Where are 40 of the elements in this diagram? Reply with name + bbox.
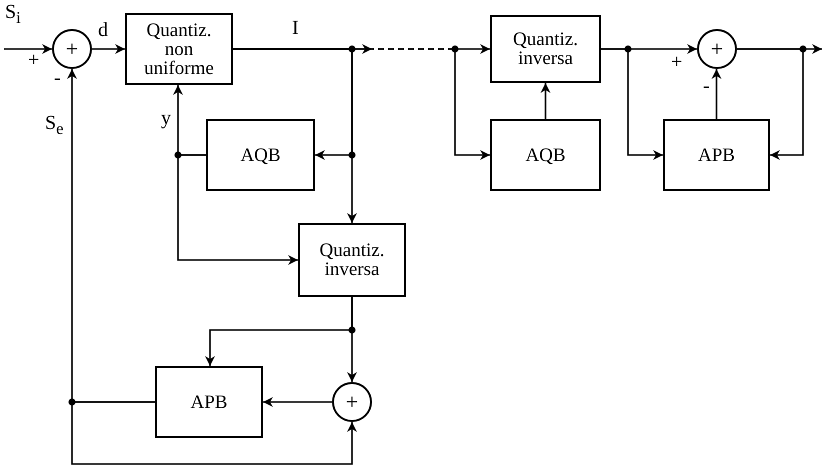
plus-sign: +: [346, 391, 358, 413]
arrow: [4, 44, 52, 54]
arrow: [347, 297, 357, 382]
block-label: Quantiz. non uniforme: [143, 20, 215, 78]
arrow: [71, 401, 357, 465]
summing-junction: [697, 29, 737, 69]
signal-label: S$_{i}$: [5, 2, 21, 27]
signal-label: S$_{e}$: [45, 113, 64, 138]
arrow: [601, 48, 663, 160]
process-box: [298, 223, 406, 297]
signal-label: +: [671, 52, 682, 72]
block-label: APB: [190, 392, 228, 412]
arrow: [92, 44, 125, 54]
block-label: AQB: [240, 146, 281, 164]
signal-label: y: [161, 108, 171, 128]
arrow: [233, 48, 490, 160]
signal-label: +: [28, 50, 40, 70]
process-box: [206, 119, 315, 191]
arrow: [737, 48, 804, 160]
signal-label: -: [54, 68, 61, 88]
summing-junction: [52, 29, 92, 69]
arrow: [263, 397, 332, 407]
block-label: Quantiz. inversa: [512, 30, 579, 68]
process-box: [125, 13, 233, 85]
signal-label: d: [98, 20, 108, 40]
process-box: [663, 119, 770, 191]
process-box: [490, 15, 601, 83]
arrow: [540, 83, 550, 119]
arrow: [177, 154, 298, 265]
arrow: [712, 69, 722, 119]
signal-label: I: [292, 18, 299, 38]
plus-sign: +: [710, 38, 724, 60]
block-label: AQB: [525, 146, 566, 164]
block-label: Quantiz. inversa: [318, 241, 386, 279]
process-box: [490, 119, 601, 191]
signal-label: -: [703, 76, 710, 96]
process-box: [155, 366, 263, 438]
summing-junction: [332, 382, 372, 422]
block-label: APB: [698, 146, 735, 164]
plus-sign: +: [66, 38, 78, 60]
